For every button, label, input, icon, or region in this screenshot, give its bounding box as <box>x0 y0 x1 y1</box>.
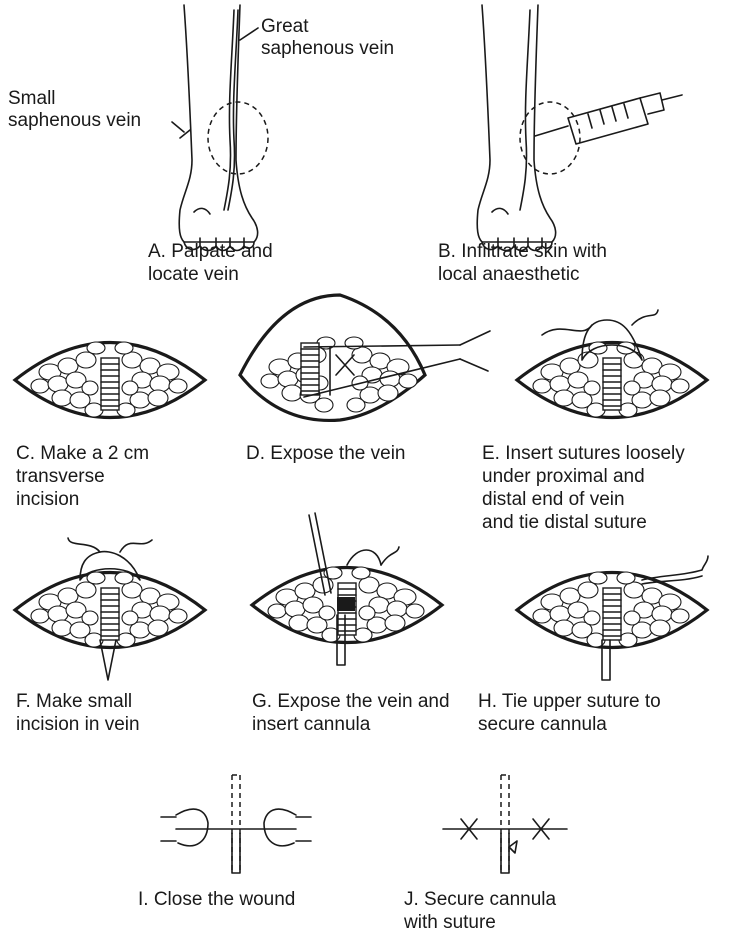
leader-line-small-saphenous <box>172 122 184 132</box>
wound-closure-figure-i <box>161 775 311 873</box>
caption-b: B. Infiltrate skin with local anaestheti… <box>438 240 607 286</box>
caption-f: F. Make small incision in vein <box>16 690 140 736</box>
great-saphenous-vein-label: Great saphenous vein <box>261 16 394 60</box>
caption-h: H. Tie upper suture to secure cannula <box>478 690 661 736</box>
leader-line-great-saphenous <box>240 28 258 40</box>
incision-figure-f <box>15 538 205 680</box>
caption-d: D. Expose the vein <box>246 442 405 465</box>
caption-e: E. Insert sutures loosely under proximal… <box>482 442 685 534</box>
caption-c: C. Make a 2 cm transverse incision <box>16 442 149 511</box>
secure-cannula-figure-j <box>443 775 567 873</box>
incision-figure-g <box>252 513 442 665</box>
incision-figure-c <box>15 342 205 418</box>
leg-figure-a <box>179 5 268 251</box>
small-saphenous-vein-label: Small saphenous vein <box>8 88 141 132</box>
syringe-icon <box>535 93 682 144</box>
incision-figure-e <box>517 310 707 418</box>
caption-g: G. Expose the vein and insert cannula <box>252 690 450 736</box>
incision-figure-h <box>517 556 708 680</box>
caption-j: J. Secure cannula with suture <box>404 888 556 934</box>
caption-a: A. Palpate and locate vein <box>148 240 273 286</box>
caption-i: I. Close the wound <box>138 888 295 911</box>
incision-figure-d <box>240 295 490 420</box>
